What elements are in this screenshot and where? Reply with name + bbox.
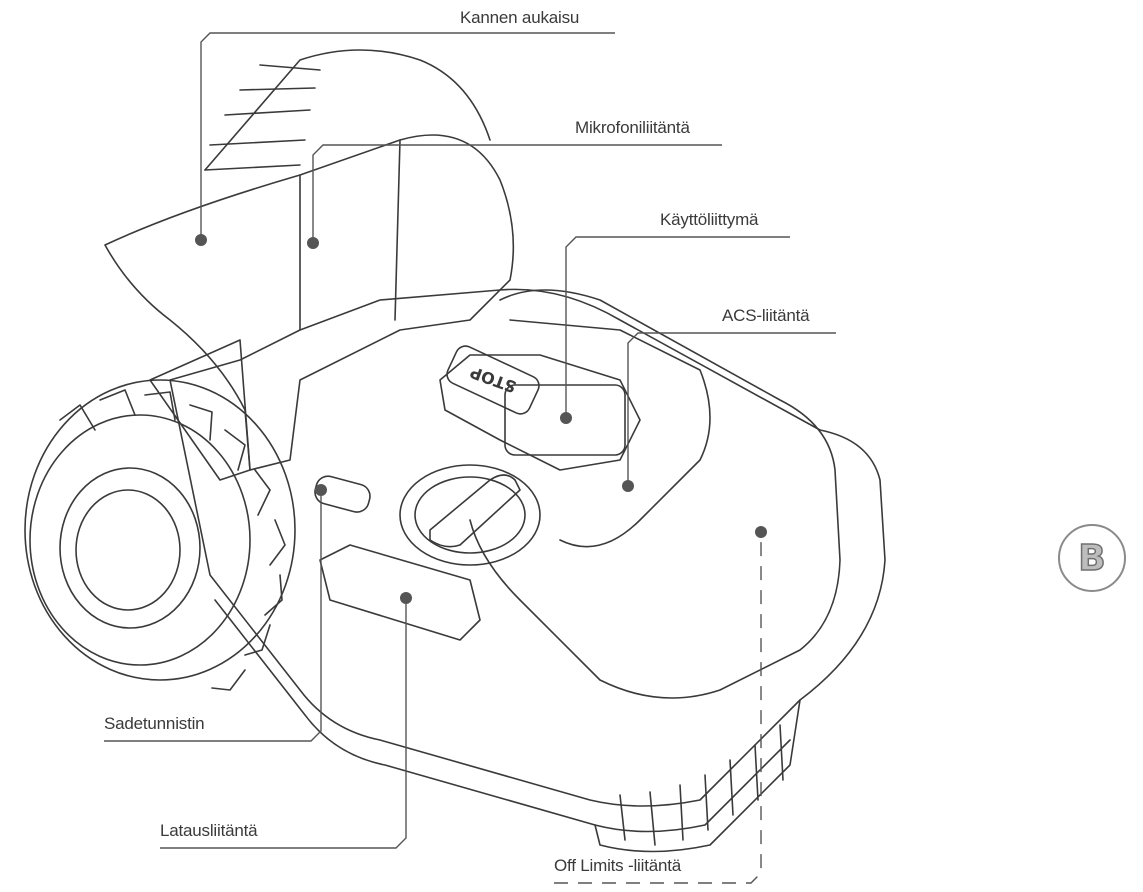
- leader-microphone: [312, 144, 722, 243]
- stop-button-label: STOP: [467, 362, 519, 396]
- figure-badge-letter: B: [1078, 537, 1107, 580]
- label-acs-port: ACS-liitäntä: [722, 306, 810, 325]
- label-rain-sensor: Sadetunnistin: [104, 714, 205, 733]
- dot-lid-release: [195, 234, 207, 246]
- leader-lid-release: [200, 32, 615, 240]
- dot-rain-sensor: [315, 484, 327, 496]
- chassis-bottom-edge: [594, 699, 801, 853]
- rear-wheel-outer: [24, 379, 296, 681]
- top-shell: [469, 289, 841, 699]
- lid: [104, 134, 515, 471]
- leader-user-interface: [565, 236, 790, 418]
- height-dial-inner: [414, 476, 526, 554]
- height-dial-knob: [429, 474, 521, 548]
- dot-microphone: [307, 237, 319, 249]
- charging-bracket: [319, 544, 481, 641]
- dot-charging: [400, 592, 412, 604]
- stop-button: [446, 345, 540, 415]
- label-lid-release: Kannen aukaisu: [460, 8, 580, 27]
- rear-wheel-hub-inner: [75, 489, 181, 611]
- label-user-interface: Käyttöliittymä: [660, 210, 759, 229]
- dot-user-interface: [560, 412, 572, 424]
- leader-off-limits: [554, 532, 762, 884]
- lid-front: [299, 139, 401, 331]
- leader-rain-sensor: [104, 490, 322, 742]
- label-microphone-port: Mikrofoniliitäntä: [575, 118, 690, 137]
- label-off-limits-port: Off Limits -liitäntä: [554, 856, 682, 875]
- bumper-ribs: [619, 724, 784, 846]
- wheel-treads: [59, 389, 286, 691]
- display-panel: [504, 384, 626, 456]
- lid-ribs: [204, 64, 321, 171]
- chassis-outline: [169, 288, 886, 807]
- rear-wheel-mid: [29, 414, 251, 666]
- rear-wheel-hub: [59, 467, 201, 629]
- dot-acs: [622, 480, 634, 492]
- leader-acs: [627, 332, 836, 486]
- height-dial-outer: [399, 464, 541, 566]
- hinge-area: [149, 339, 251, 481]
- top-shell-inner: [509, 319, 711, 548]
- figure-badge: B: [1058, 524, 1126, 592]
- label-charging-port: Latausliitäntä: [160, 821, 258, 840]
- dot-off-limits: [755, 526, 767, 538]
- control-panel: [439, 354, 641, 471]
- lid-rim: [204, 49, 491, 171]
- leader-charging: [160, 598, 407, 849]
